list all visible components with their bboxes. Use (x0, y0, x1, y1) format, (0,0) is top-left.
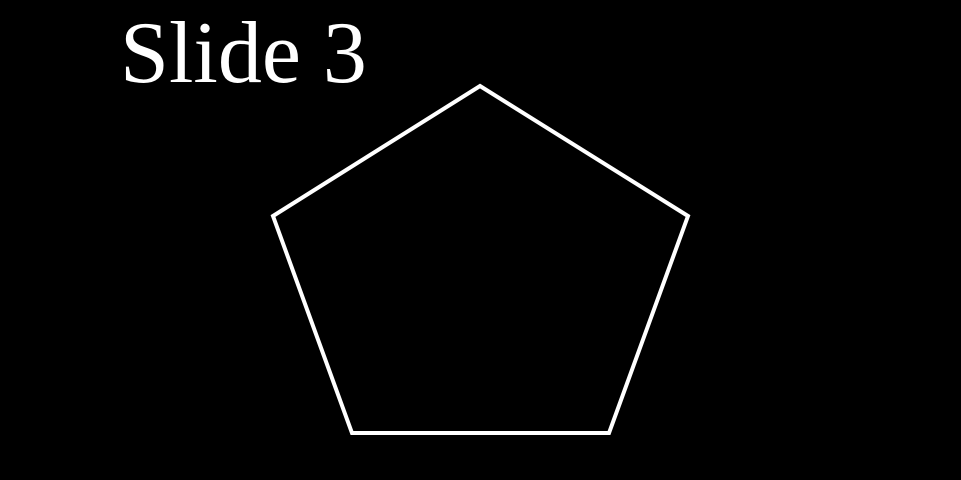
slide-title: Slide 3 (120, 5, 367, 102)
pentagon-shape (270, 83, 691, 435)
